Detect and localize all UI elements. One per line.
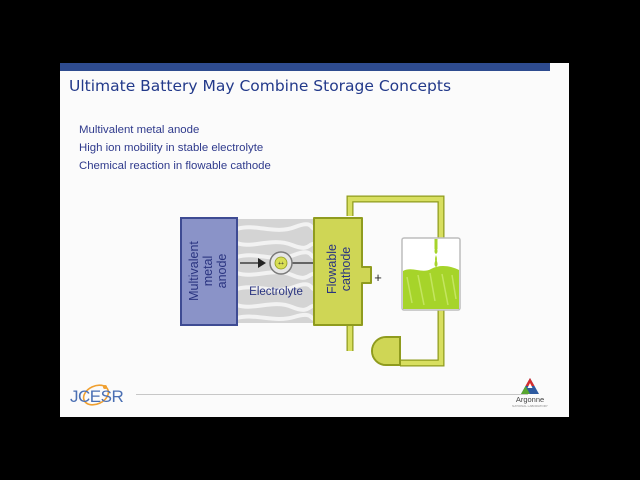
pump-icon (371, 336, 401, 366)
footer-divider (136, 394, 528, 395)
argonne-logo-subtext: NATIONAL LABORATORY (512, 404, 548, 408)
ion-icon (274, 256, 288, 270)
droplet-icon (434, 259, 438, 267)
argonne-logo: Argonne NATIONAL LABORATORY (508, 376, 552, 412)
flow-tube (346, 195, 445, 367)
orbit-icon (82, 384, 110, 406)
ion-charge-label: ++ (278, 261, 284, 267)
ion-arrow: ++ (240, 251, 313, 275)
anode-label-line: metal (201, 256, 215, 287)
bullet-item: Chemical reaction in flowable cathode (79, 160, 271, 172)
bullet-list: Multivalent metal anode High ion mobilit… (79, 121, 271, 175)
anode-label-line: Multivalent (187, 241, 201, 301)
cathode-label-line: cathode (339, 247, 353, 292)
jcesr-logo: JCESR (70, 384, 130, 407)
reservoir-tank (401, 237, 461, 311)
title-bar-accent (60, 63, 550, 71)
droplet-icon (435, 239, 437, 262)
positive-terminal-label: + (374, 270, 382, 285)
battery-diagram: Multivalent metal anode ++ Electrolyte F… (180, 195, 461, 367)
electrolyte-label: Electrolyte (249, 286, 303, 298)
slide: Ultimate Battery May Combine Storage Con… (60, 63, 569, 417)
slide-title: Ultimate Battery May Combine Storage Con… (69, 77, 452, 95)
anode-block: Multivalent metal anode (180, 217, 238, 326)
jcesr-logo-text: JCESR (70, 387, 124, 406)
bullet-item: Multivalent metal anode (79, 124, 200, 136)
bullet-item: High ion mobility in stable electrolyte (79, 142, 264, 154)
cathode-block: Flowable cathode (313, 217, 372, 326)
cathode-label-line: Flowable (325, 244, 339, 294)
anode-label-line: anode (215, 254, 229, 289)
argonne-triangle-icon (521, 378, 539, 394)
argonne-logo-text: Argonne (515, 395, 545, 404)
